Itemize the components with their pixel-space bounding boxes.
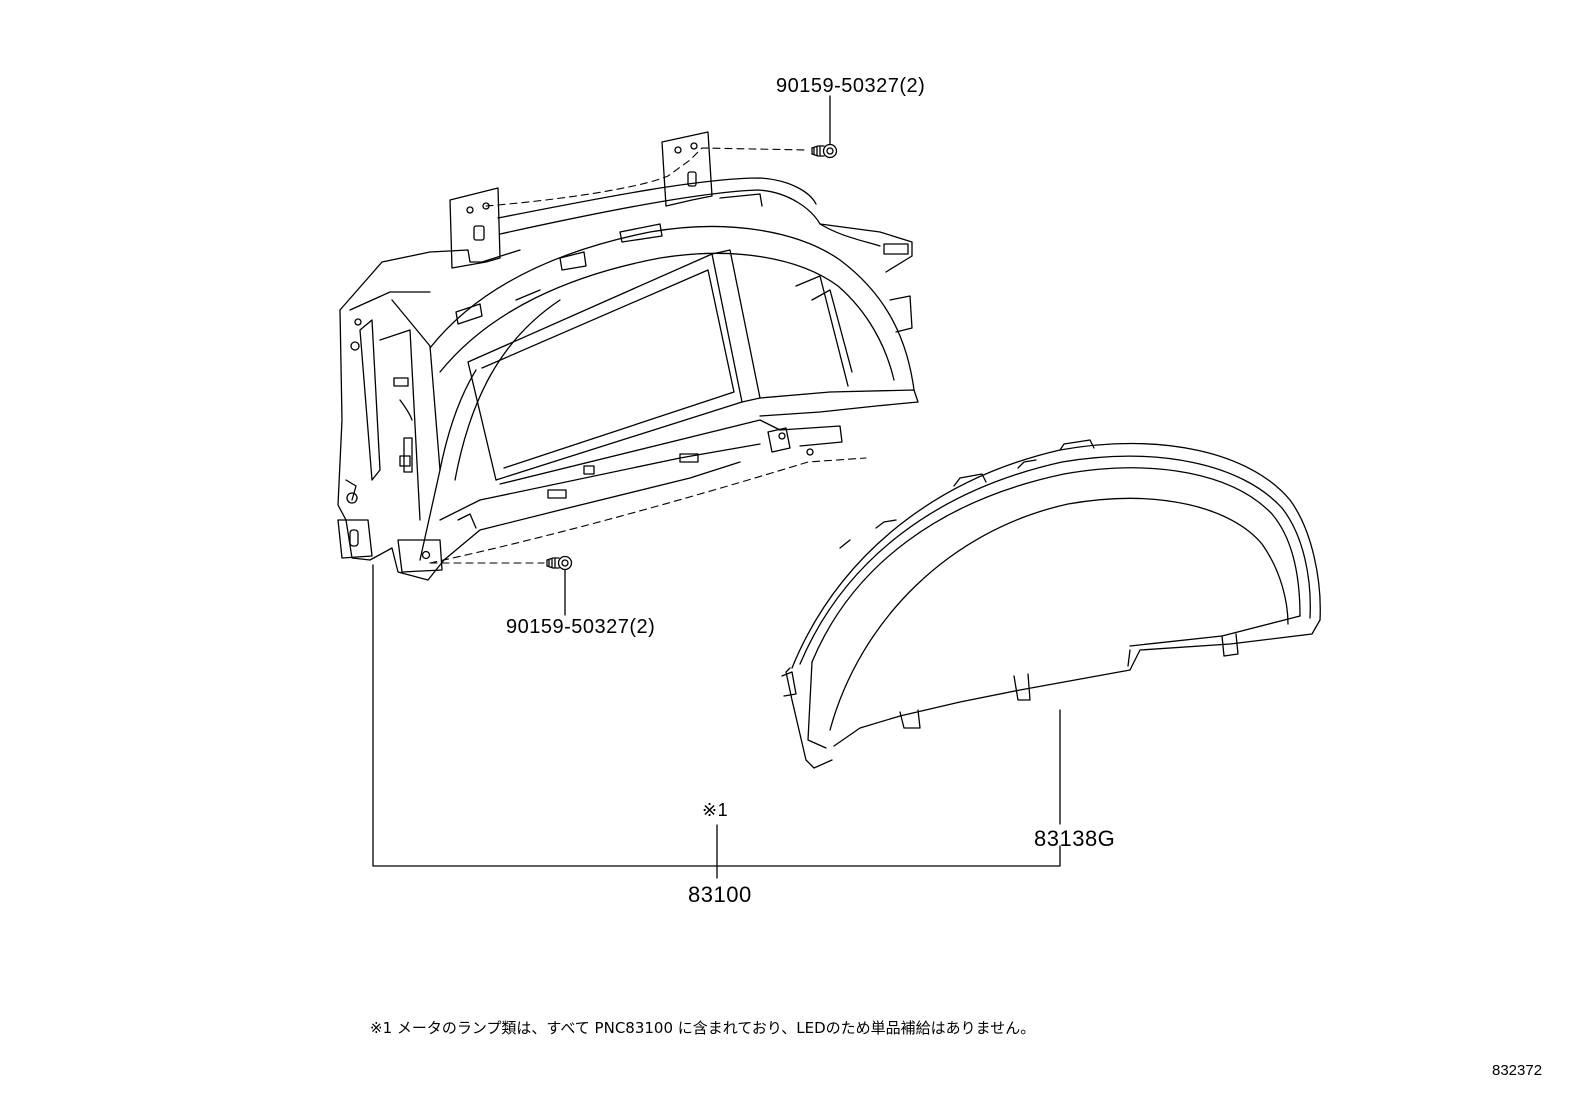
installation-dashed-lines bbox=[429, 147, 867, 564]
footnote-text: ※1 メータのランプ類は、すべて PNC83100 に含まれており、LEDのため… bbox=[370, 1019, 1036, 1037]
bolt-top bbox=[811, 143, 838, 159]
figure-code: 832372 bbox=[1492, 1062, 1543, 1079]
meter-part-number: 83100 bbox=[688, 882, 752, 907]
lens-part-number: 83138G bbox=[1034, 826, 1116, 851]
leader-lines bbox=[372, 95, 1061, 879]
bolt-top-part-number: 90159-50327(2) bbox=[776, 75, 926, 97]
reference-mark: ※1 bbox=[702, 800, 729, 820]
bolt-bottom-part-number: 90159-50327(2) bbox=[506, 616, 656, 638]
meter-housing bbox=[337, 131, 919, 581]
meter-lens bbox=[781, 439, 1321, 769]
bolt-bottom bbox=[546, 555, 573, 571]
